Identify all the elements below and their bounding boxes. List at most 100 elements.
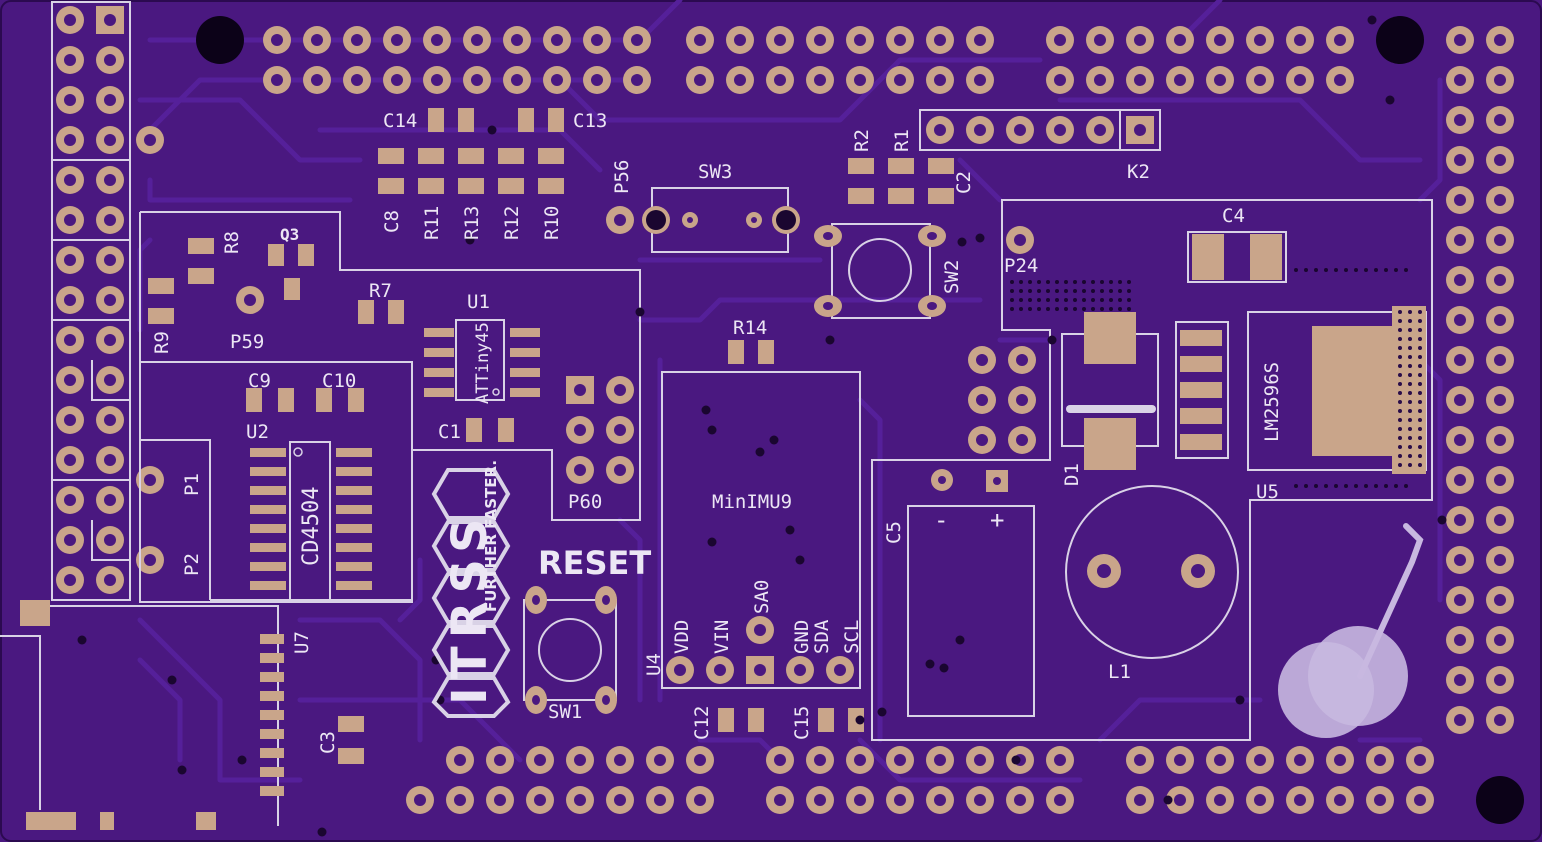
through-hole-pad — [686, 66, 714, 94]
through-hole-pad — [926, 746, 954, 774]
through-hole-pad — [746, 616, 774, 644]
via — [785, 525, 795, 535]
label-r9: R9 — [151, 331, 173, 354]
through-hole-pad — [1286, 746, 1314, 774]
through-hole-pad — [136, 466, 164, 494]
through-hole-pad — [56, 246, 84, 274]
through-hole-pad — [1486, 586, 1514, 614]
through-hole-pad — [966, 786, 994, 814]
through-hole-pad — [606, 416, 634, 444]
through-hole-pad — [886, 66, 914, 94]
through-hole-pad — [766, 746, 794, 774]
through-hole-pad — [303, 66, 331, 94]
vias — [77, 15, 1447, 837]
label-r1: R1 — [891, 129, 913, 152]
label-c2: C2 — [953, 171, 975, 194]
via — [755, 447, 765, 457]
label-sw1: SW1 — [548, 701, 582, 723]
through-hole-pad — [1446, 266, 1474, 294]
label-sw3: SW3 — [698, 161, 732, 183]
through-hole-pad — [56, 86, 84, 114]
through-hole-pad — [96, 166, 124, 194]
label-p60: P60 — [568, 491, 602, 513]
through-hole-pad — [1486, 66, 1514, 94]
via — [167, 675, 177, 685]
through-hole-pad — [96, 246, 124, 274]
label-r7: R7 — [369, 280, 392, 302]
through-hole-pad — [56, 46, 84, 74]
through-hole-pad — [926, 116, 954, 144]
through-hole-pad — [56, 446, 84, 474]
through-hole-pad — [1446, 106, 1474, 134]
through-hole-pad — [566, 786, 594, 814]
label-r13: R13 — [461, 206, 483, 240]
through-hole-pad — [1246, 746, 1274, 774]
through-hole-pad — [1286, 786, 1314, 814]
label-c3: C3 — [317, 731, 339, 754]
through-hole-pad — [1206, 786, 1234, 814]
copper-traces — [137, 0, 1443, 783]
through-hole-pad — [56, 526, 84, 554]
through-hole-pad — [136, 546, 164, 574]
through-hole-pad — [543, 66, 571, 94]
label-c12: C12 — [691, 706, 713, 740]
through-hole-pad — [1486, 626, 1514, 654]
through-hole-pad — [1446, 386, 1474, 414]
through-hole-pad — [1446, 146, 1474, 174]
through-hole-pad — [826, 656, 854, 684]
through-hole-pad — [1486, 106, 1514, 134]
through-hole-pad — [1486, 186, 1514, 214]
through-hole-pad — [1008, 426, 1036, 454]
label-scl: SCL — [841, 620, 863, 654]
label-r10: R10 — [541, 206, 563, 240]
through-hole-pad — [1446, 226, 1474, 254]
via — [925, 659, 935, 669]
label-gnd: GND — [791, 620, 813, 654]
mount-hole-top-right — [1376, 16, 1424, 64]
through-hole-pad — [1486, 426, 1514, 454]
label-p24: P24 — [1004, 255, 1038, 277]
through-hole-pad — [646, 786, 674, 814]
through-hole-pad — [503, 26, 531, 54]
through-hole-pad — [526, 786, 554, 814]
through-hole-pad — [96, 326, 124, 354]
mount-hole-bottom-right — [1476, 776, 1524, 824]
label-u7: U7 — [291, 631, 313, 654]
via — [1011, 755, 1021, 765]
through-hole-pad — [1086, 26, 1114, 54]
label-r14: R14 — [733, 317, 767, 339]
through-hole-pad — [1406, 786, 1434, 814]
via — [1367, 15, 1377, 25]
through-hole-pad — [1486, 26, 1514, 54]
through-hole-pad — [1406, 746, 1434, 774]
through-hole-pad — [686, 786, 714, 814]
through-hole-pad — [583, 66, 611, 94]
via — [1163, 795, 1173, 805]
through-hole-pad — [886, 26, 914, 54]
through-hole-pad — [566, 456, 594, 484]
through-hole-pad — [1246, 26, 1274, 54]
through-hole-pad — [806, 786, 834, 814]
via — [795, 555, 805, 565]
via — [465, 235, 475, 245]
label-r8: R8 — [221, 231, 243, 254]
label-minus: - — [934, 506, 948, 534]
through-hole-pad — [1446, 626, 1474, 654]
through-hole-pad — [56, 206, 84, 234]
through-hole-pad — [1446, 546, 1474, 574]
through-hole-pad — [666, 656, 694, 684]
through-hole-pad — [96, 126, 124, 154]
through-hole-pad — [806, 746, 834, 774]
through-hole-pad — [1366, 786, 1394, 814]
through-hole-pad — [686, 26, 714, 54]
via — [237, 755, 247, 765]
through-hole-pad — [1126, 116, 1154, 144]
through-hole-pad — [1166, 26, 1194, 54]
through-hole-pad — [1446, 306, 1474, 334]
through-hole-pad — [1486, 506, 1514, 534]
through-hole-pad — [56, 126, 84, 154]
through-hole-pad — [263, 26, 291, 54]
through-hole-pad — [968, 426, 996, 454]
through-hole-pad — [56, 286, 84, 314]
through-hole-pad — [966, 66, 994, 94]
